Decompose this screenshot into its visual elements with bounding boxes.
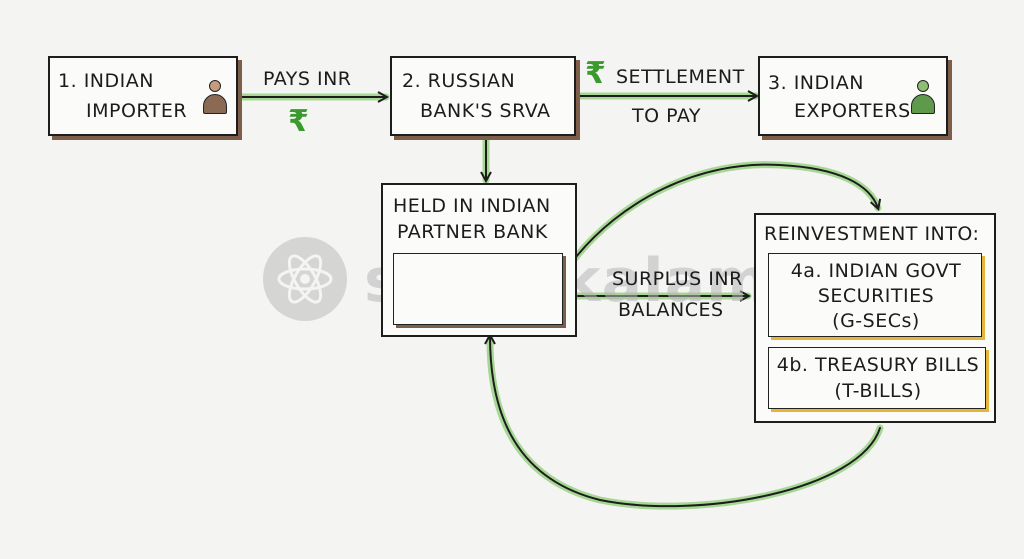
- edge-label-pays-inr: PAYS INR: [263, 68, 352, 90]
- edge-label-to-pay: TO PAY: [632, 105, 701, 127]
- node-partner-bank: HELD IN INDIAN PARTNER BANK: [381, 183, 577, 337]
- tbill-line1: 4b. TREASURY BILLS: [776, 354, 980, 376]
- gsec-line1: 4a. INDIAN GOVT: [790, 260, 962, 282]
- reinvestment-item-gsecs: 4a. INDIAN GOVT SECURITIES (G-SECs): [768, 253, 982, 337]
- edge-label-surplus-inr: SURPLUS INR: [612, 268, 743, 290]
- gsec-line2: SECURITIES: [817, 285, 935, 307]
- node-reinvestment: REINVESTMENT INTO: 4a. INDIAN GOVT SECUR…: [754, 213, 996, 423]
- gsec-line3: (G-SECs): [832, 310, 920, 332]
- node-russian-bank-srva: 2. RUSSIAN BANK'S SRVA: [390, 56, 576, 136]
- importer-line2: IMPORTER: [86, 100, 188, 122]
- edge-label-balances: BALANCES: [618, 299, 724, 321]
- person-icon: [910, 80, 936, 116]
- srva-line2: BANK'S SRVA: [420, 100, 551, 122]
- partner-bank-line1: HELD IN INDIAN: [393, 195, 551, 217]
- rupee-icon: ₹: [585, 56, 606, 91]
- person-icon: [202, 80, 228, 116]
- edge-label-settlement: SETTLEMENT: [616, 66, 745, 88]
- node-indian-importer: 1. INDIAN IMPORTER: [48, 56, 238, 136]
- reinvestment-title: REINVESTMENT INTO:: [764, 223, 980, 245]
- arrow-loop-to-reinvestment: [571, 163, 878, 263]
- exporters-line2: EXPORTERS: [794, 100, 911, 122]
- tbill-line2: (T-BILLS): [834, 380, 922, 402]
- arrow-loop-back-to-partner-bank: [490, 336, 881, 508]
- atom-logo-icon: [263, 237, 347, 321]
- partner-bank-line2: PARTNER BANK: [397, 221, 548, 243]
- partner-bank-balance-area: [393, 253, 563, 325]
- exporters-line1: 3. INDIAN: [768, 72, 864, 94]
- rupee-icon: ₹: [288, 104, 309, 139]
- srva-line1: 2. RUSSIAN: [402, 70, 516, 92]
- importer-line1: 1. INDIAN: [58, 70, 154, 92]
- node-indian-exporters: 3. INDIAN EXPORTERS: [758, 56, 948, 136]
- reinvestment-item-tbills: 4b. TREASURY BILLS (T-BILLS): [768, 347, 986, 409]
